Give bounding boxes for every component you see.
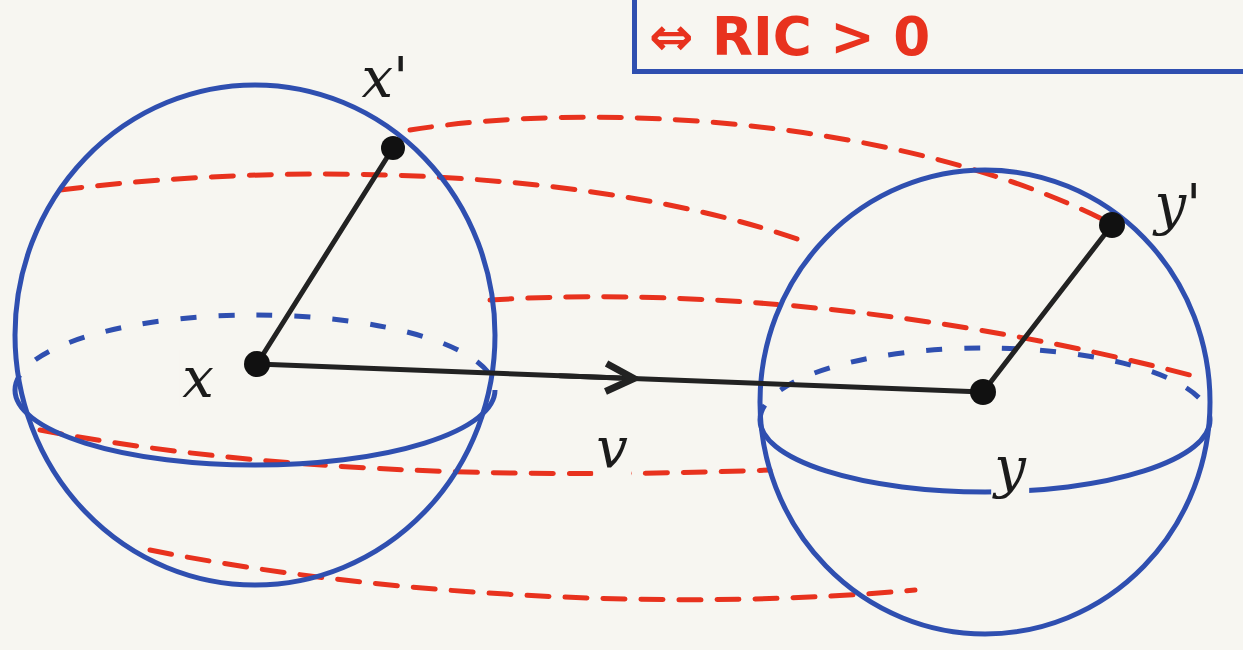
- point-label: y': [1151, 177, 1204, 233]
- statement-text: ⇔ RIC > 0: [649, 8, 1243, 66]
- statement-box: ⇔ RIC > 0: [632, 0, 1243, 74]
- point-label: x': [359, 50, 412, 106]
- point-label: y: [991, 440, 1029, 496]
- point-label: x: [179, 350, 217, 406]
- vector-label: v: [593, 420, 631, 476]
